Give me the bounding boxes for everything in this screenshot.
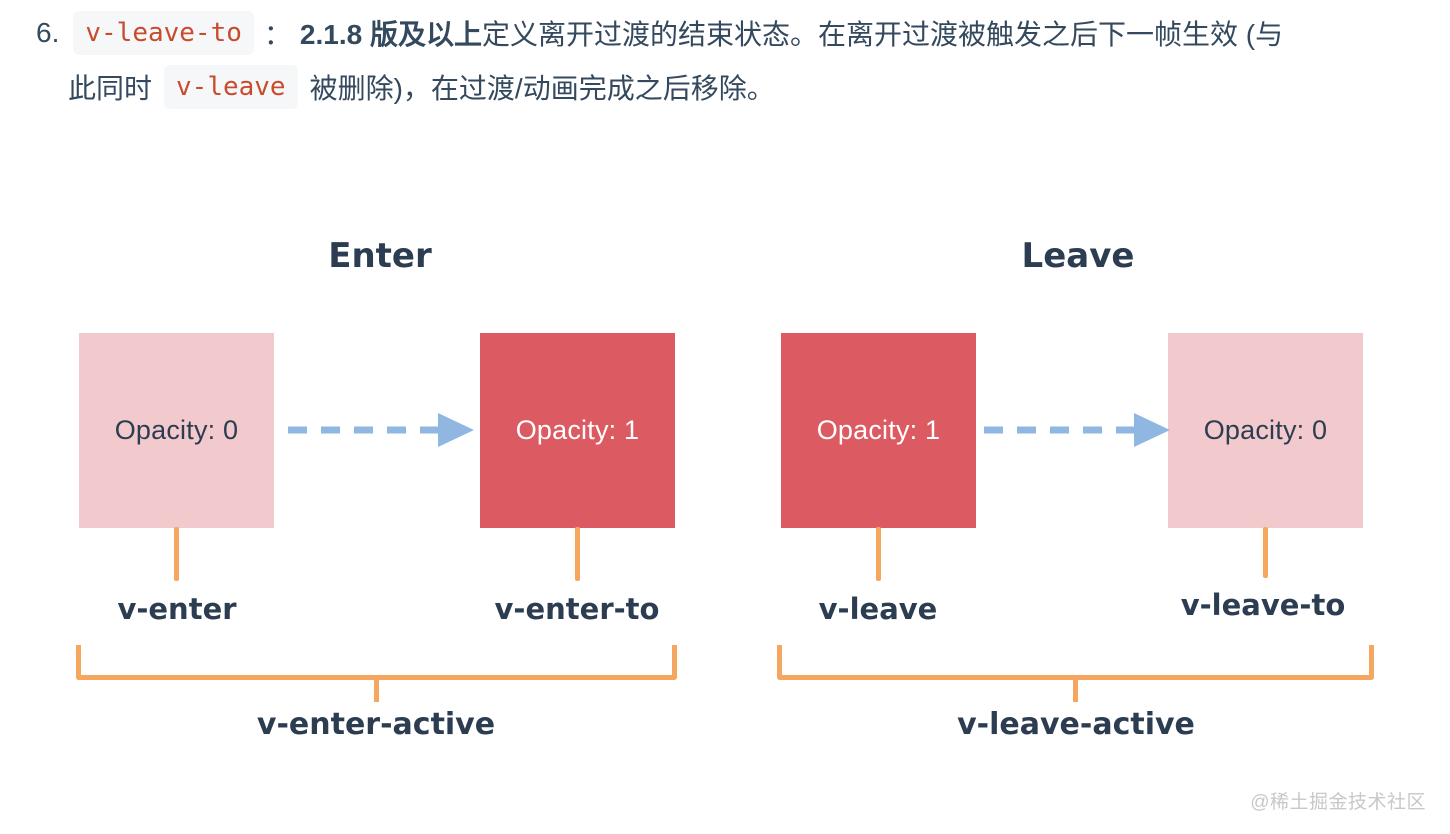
doc-text: 被删除)，在过渡/动画完成之后移除。	[309, 73, 775, 104]
list-number: 6.	[36, 17, 60, 48]
watermark: @稀土掘金技术社区	[1250, 792, 1426, 813]
leave-active-range-bracket	[777, 645, 1374, 680]
doc-list-item: 6. v-leave-to ： 2.1.8 版及以上 定义离开过渡的结束状态。在…	[36, 0, 1436, 112]
v-enter-label: v-enter	[117, 592, 237, 626]
enter-active-range-bracket	[76, 645, 677, 680]
enter-section-title: Enter	[328, 236, 432, 276]
inline-code-v-leave: v-leave	[164, 65, 298, 109]
dashed-arrow-icon	[288, 413, 474, 447]
leave-start-state-value: Opacity: 1	[816, 415, 941, 445]
connector-line	[575, 527, 580, 581]
enter-start-state-box: Opacity: 0	[79, 333, 274, 528]
leave-start-state-box: Opacity: 1	[781, 333, 976, 528]
leave-active-bracket-stem	[1073, 678, 1078, 702]
doc-bold-text: 2.1.8 版及以上	[299, 19, 482, 50]
leave-end-state-box: Opacity: 0	[1168, 333, 1363, 528]
leave-end-state-value: Opacity: 0	[1203, 415, 1328, 445]
v-leave-active-label: v-leave-active	[957, 707, 1195, 742]
enter-end-state-box: Opacity: 1	[480, 333, 675, 528]
doc-line-1: 6. v-leave-to ： 2.1.8 版及以上 定义离开过渡的结束状态。在…	[36, 8, 1436, 58]
leave-section-title: Leave	[1021, 236, 1135, 276]
doc-text: 此同时	[68, 73, 153, 104]
v-enter-to-label: v-enter-to	[494, 592, 660, 626]
doc-text: 定义离开过渡的结束状态。在离开过渡被触发之后下一帧生效 (与	[481, 19, 1284, 50]
enter-end-state-value: Opacity: 1	[515, 415, 640, 445]
v-leave-to-label: v-leave-to	[1180, 588, 1346, 622]
enter-active-bracket-stem	[374, 678, 379, 702]
dashed-arrow-icon	[984, 413, 1170, 447]
separator-colon: ：	[263, 19, 292, 50]
connector-line	[1263, 527, 1268, 578]
enter-start-state-value: Opacity: 0	[114, 415, 239, 445]
connector-line	[876, 527, 881, 581]
v-enter-active-label: v-enter-active	[256, 707, 496, 742]
v-leave-label: v-leave	[818, 592, 938, 626]
doc-line-2: 此同时 v-leave 被删除)，在过渡/动画完成之后移除。	[36, 62, 1436, 112]
inline-code-v-leave-to: v-leave-to	[73, 11, 254, 55]
connector-line	[174, 527, 179, 581]
